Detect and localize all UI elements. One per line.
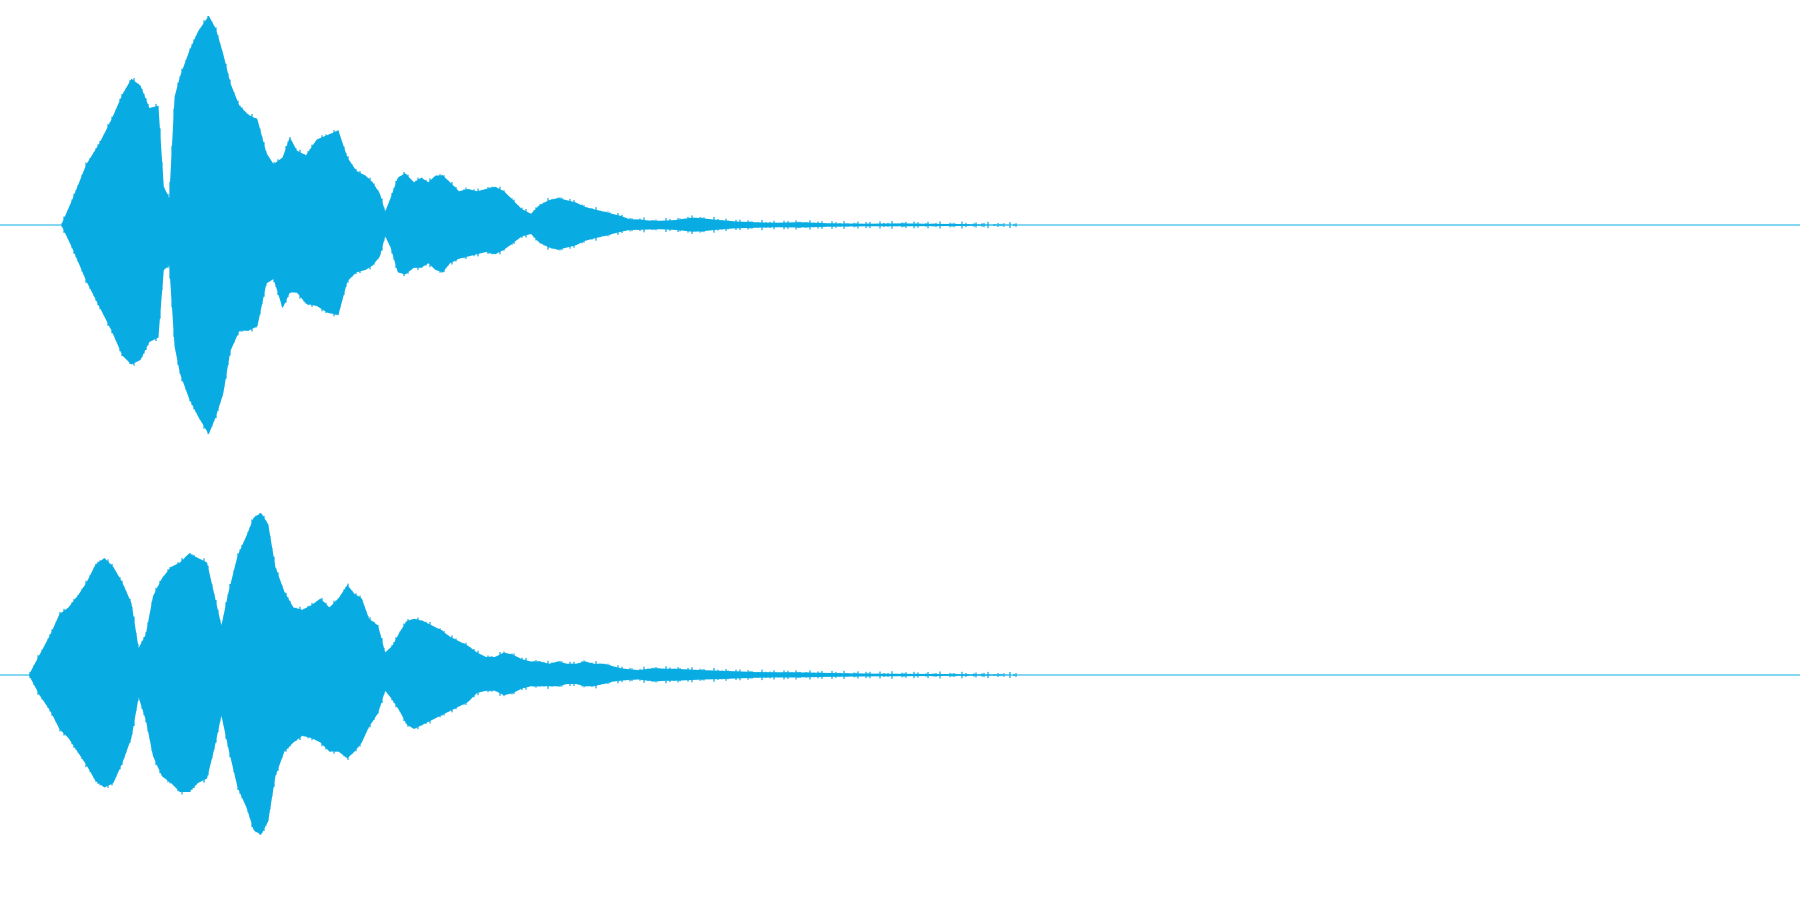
channel-2-wave-texture (29, 513, 1017, 835)
channel-1-waveform (0, 15, 1800, 435)
channel-2-waveform (0, 513, 1800, 835)
channel-1-track (0, 15, 1800, 435)
channel-2-wave-shape (0, 513, 1800, 835)
channel-2-track (0, 450, 1800, 900)
channel-1-wave-texture (61, 16, 1019, 434)
